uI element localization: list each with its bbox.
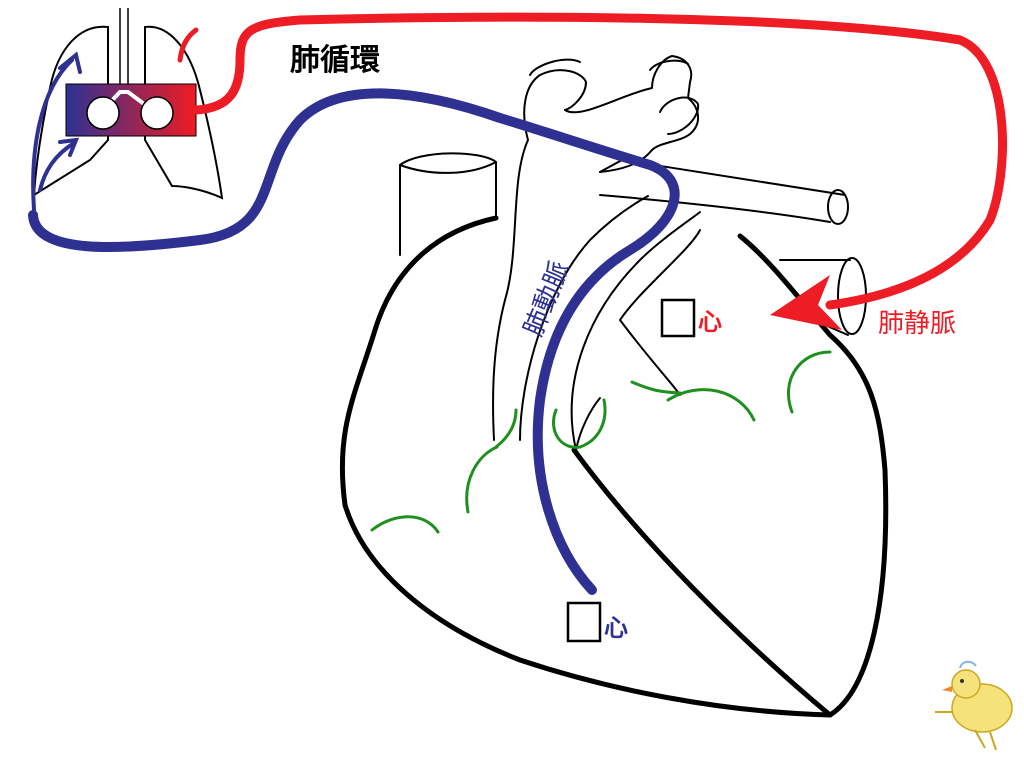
left-chamber-suffix: 心: [698, 308, 722, 336]
heart: [339, 55, 889, 718]
trachea-icon: [119, 8, 129, 88]
duck-doodle-icon: [935, 660, 1013, 751]
alveolus-left: [86, 96, 120, 130]
pulmonary-vein-flow: [177, 12, 1007, 330]
answer-box-left-heart[interactable]: [660, 298, 696, 338]
diagram-title: 肺循環: [290, 43, 381, 78]
gas-exchange-box: [65, 83, 197, 137]
lung-flow-arrows: [31, 51, 82, 212]
answer-box-right-heart[interactable]: [566, 601, 602, 643]
pulmonary-vein-label: 肺静脈: [878, 309, 956, 339]
right-chamber-blank: 心: [566, 601, 628, 643]
right-chamber-suffix: 心: [604, 614, 628, 642]
left-chamber-blank: 心: [660, 298, 722, 338]
alveolus-right: [140, 96, 174, 130]
right-lung: [144, 25, 224, 200]
coronary-vessels: [370, 350, 832, 534]
pulmonary-artery-flow: [28, 88, 680, 595]
pulmonary-artery-label: 肺動脈: [519, 257, 576, 341]
